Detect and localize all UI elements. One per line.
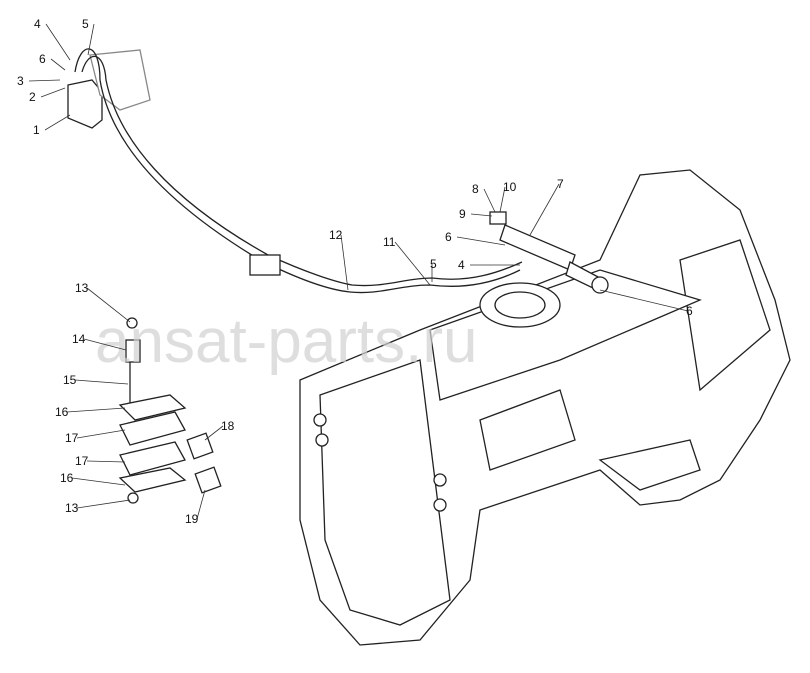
callout-label: 11: [383, 235, 396, 249]
leader-line: [40, 87, 66, 98]
callout-label: 13: [75, 281, 89, 295]
callout-label: 10: [503, 180, 517, 194]
callout-label: 16: [55, 405, 69, 419]
leader-line: [196, 489, 206, 520]
tractor-frame: [299, 169, 791, 646]
leader-line: [204, 425, 224, 441]
leader-line: [76, 499, 131, 509]
callout-label: 5: [82, 17, 89, 31]
leader-line: [74, 379, 129, 385]
callout-label: 4: [34, 17, 41, 31]
callout-label: 8: [472, 182, 479, 196]
callout-label: 4: [458, 258, 465, 272]
leader-line: [44, 114, 71, 131]
leader-line: [483, 188, 496, 213]
leader-line: [76, 429, 126, 439]
leader-line: [499, 186, 506, 213]
leader-line: [28, 79, 61, 82]
leader-line: [470, 213, 493, 217]
hydraulic-cylinder: [489, 211, 609, 294]
leader-line: [50, 58, 66, 71]
leader-line: [66, 407, 126, 413]
callout-label: 16: [60, 471, 74, 485]
callout-label: 7: [557, 177, 564, 191]
leader-line: [83, 338, 127, 351]
leader-line: [599, 289, 689, 312]
callout-label: 6: [445, 230, 452, 244]
callout-label: 5: [430, 257, 437, 271]
callout-label: 6: [686, 304, 693, 318]
leader-line: [394, 241, 431, 286]
callout-label: 1: [33, 123, 40, 137]
leader-line: [86, 287, 131, 323]
callout-label: 6: [39, 52, 46, 66]
callout-label: 17: [75, 454, 89, 468]
callout-label: 15: [63, 373, 77, 387]
leader-line: [86, 460, 126, 463]
leader-line: [45, 23, 71, 61]
watermark: ansat-parts.ru: [95, 307, 478, 376]
callout-label: 14: [72, 332, 86, 346]
callout-label: 2: [29, 90, 36, 104]
leader-line: [529, 183, 560, 236]
callout-label: 18: [221, 419, 235, 433]
callout-label: 9: [459, 207, 466, 221]
valve-block: [67, 49, 151, 129]
mount-parts: [118, 317, 222, 504]
leader-line: [340, 234, 349, 291]
callout-label: 13: [65, 501, 79, 515]
leader-line: [87, 23, 95, 56]
callout-label: 3: [17, 74, 24, 88]
leader-line: [456, 236, 506, 246]
callout-label: 12: [329, 228, 343, 242]
callout-label: 19: [185, 512, 199, 526]
leader-line: [71, 477, 126, 486]
hoses: [74, 48, 523, 294]
callout-label: 17: [65, 431, 79, 445]
